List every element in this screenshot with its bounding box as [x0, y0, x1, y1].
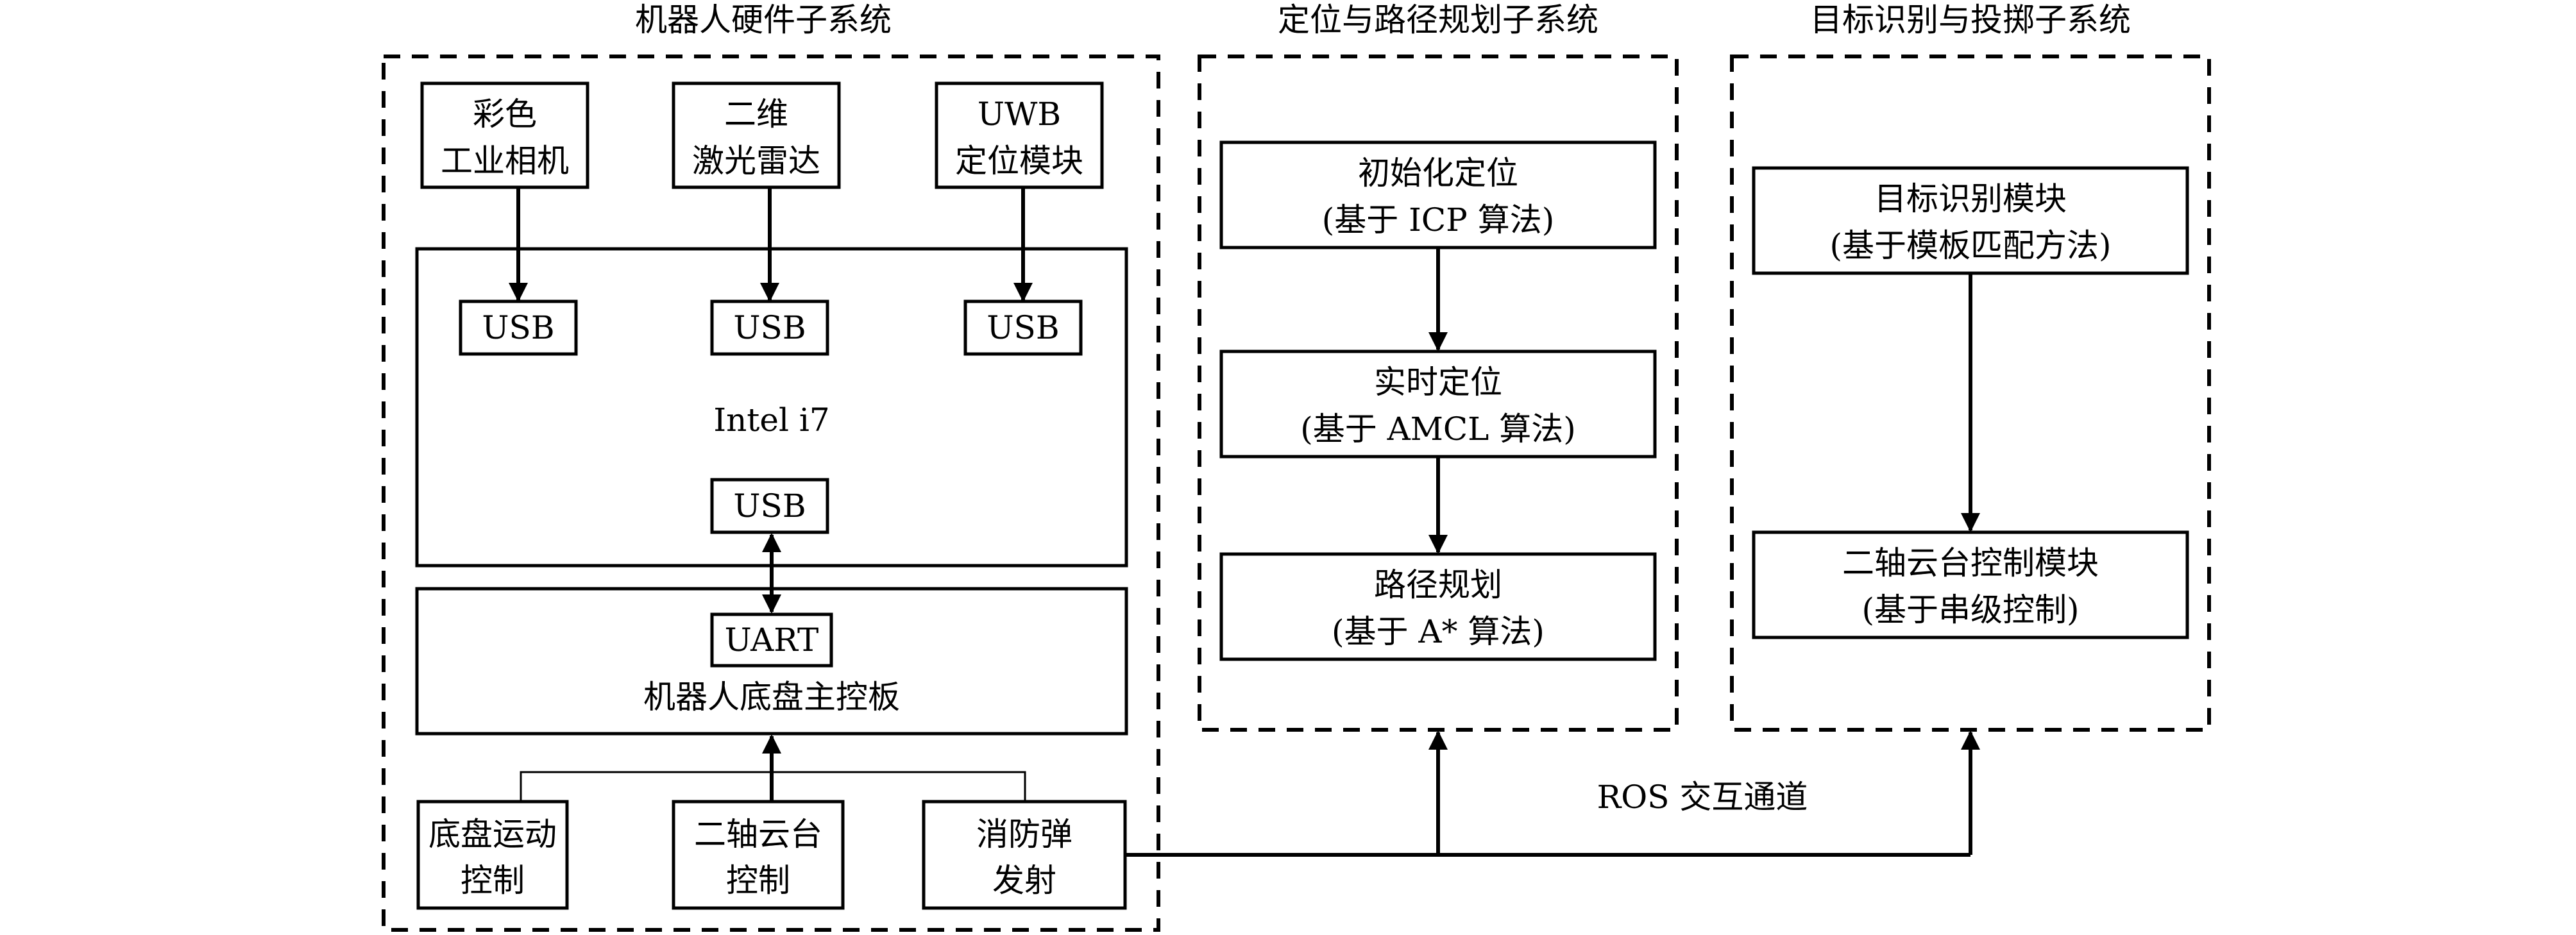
- svg-text:(基于串级控制): (基于串级控制): [1861, 591, 2079, 628]
- sensor-lidar-line1: 二维: [724, 96, 788, 133]
- chassis-board-label: 机器人底盘主控板: [643, 678, 900, 716]
- hardware-subsystem-title: 机器人硬件子系统: [635, 1, 892, 38]
- svg-text:消防弹: 消防弹: [976, 816, 1072, 853]
- computer-label: Intel i7: [713, 401, 829, 439]
- targeting-module-recognition: 目标识别模块 (基于模板匹配方法): [1752, 166, 2189, 275]
- sensor-camera-line2: 工业相机: [441, 142, 569, 180]
- targeting-subsystem: 目标识别与投掷子系统 目标识别模块 (基于模板匹配方法) 二轴云台控制模块 (基…: [1730, 1, 2211, 732]
- sensor-camera: 彩色 工业相机: [420, 81, 589, 189]
- svg-text:初始化定位: 初始化定位: [1358, 155, 1518, 192]
- svg-text:二轴云台控制模块: 二轴云台控制模块: [1842, 544, 2099, 582]
- planning-module-initial-localization: 初始化定位 (基于 ICP 算法): [1219, 140, 1657, 249]
- planning-subsystem-title: 定位与路径规划子系统: [1278, 1, 1598, 38]
- svg-text:(基于 A* 算法): (基于 A* 算法): [1332, 613, 1545, 650]
- actuator-motion: 底盘运动 控制: [416, 800, 569, 910]
- ros-channel-label: ROS 交互通道: [1597, 779, 1808, 816]
- ros-channel: ROS 交互通道: [1125, 730, 1980, 857]
- svg-text:USB: USB: [733, 487, 806, 525]
- planning-module-realtime-localization: 实时定位 (基于 AMCL 算法): [1219, 350, 1657, 459]
- usb-port-chassis: USB: [710, 478, 829, 534]
- hardware-subsystem: 机器人硬件子系统 彩色 工业相机 二维 激光雷达 UWB 定位模块 USB: [382, 1, 1160, 932]
- svg-text:USB: USB: [482, 309, 554, 346]
- svg-text:USB: USB: [987, 309, 1059, 346]
- sensor-uwb-line1: UWB: [978, 96, 1061, 133]
- planning-subsystem: 定位与路径规划子系统 初始化定位 (基于 ICP 算法) 实时定位 (基于 AM…: [1198, 1, 1679, 732]
- targeting-module-gimbal-control: 二轴云台控制模块 (基于串级控制): [1752, 530, 2189, 639]
- planning-module-path-planning: 路径规划 (基于 A* 算法): [1219, 552, 1657, 661]
- actuator-gimbal: 二轴云台 控制: [672, 800, 845, 910]
- svg-text:二轴云台: 二轴云台: [694, 816, 822, 853]
- sensor-camera-line1: 彩色: [473, 96, 537, 133]
- svg-text:USB: USB: [733, 309, 806, 346]
- svg-text:(基于模板匹配方法): (基于模板匹配方法): [1829, 227, 2111, 264]
- svg-text:路径规划: 路径规划: [1374, 566, 1502, 603]
- actuator-launcher: 消防弹 发射: [922, 800, 1127, 910]
- svg-text:发射: 发射: [992, 862, 1056, 899]
- usb-port-lidar: USB: [710, 299, 829, 356]
- usb-port-camera: USB: [459, 299, 578, 356]
- sensor-uwb-line2: 定位模块: [955, 142, 1083, 180]
- svg-text:控制: 控制: [726, 862, 790, 899]
- planning-subsystem-frame: [1198, 55, 1679, 732]
- uart-label: UART: [725, 621, 819, 659]
- sensor-lidar-line2: 激光雷达: [692, 142, 820, 180]
- chassis-board: UART 机器人底盘主控板: [415, 587, 1128, 736]
- targeting-subsystem-title: 目标识别与投掷子系统: [1810, 1, 2131, 38]
- targeting-subsystem-frame: [1730, 55, 2211, 732]
- sensor-lidar: 二维 激光雷达: [672, 81, 841, 189]
- svg-text:实时定位: 实时定位: [1374, 364, 1502, 401]
- svg-text:(基于 ICP 算法): (基于 ICP 算法): [1322, 201, 1554, 239]
- uart-port: UART: [710, 612, 833, 668]
- svg-text:控制: 控制: [461, 862, 525, 899]
- svg-text:底盘运动: 底盘运动: [428, 816, 557, 853]
- usb-port-uwb: USB: [963, 299, 1083, 356]
- sensor-uwb: UWB 定位模块: [935, 81, 1104, 189]
- hardware-subsystem-frame: [382, 55, 1160, 932]
- svg-text:目标识别模块: 目标识别模块: [1874, 180, 2067, 217]
- svg-text:(基于 AMCL 算法): (基于 AMCL 算法): [1300, 410, 1576, 448]
